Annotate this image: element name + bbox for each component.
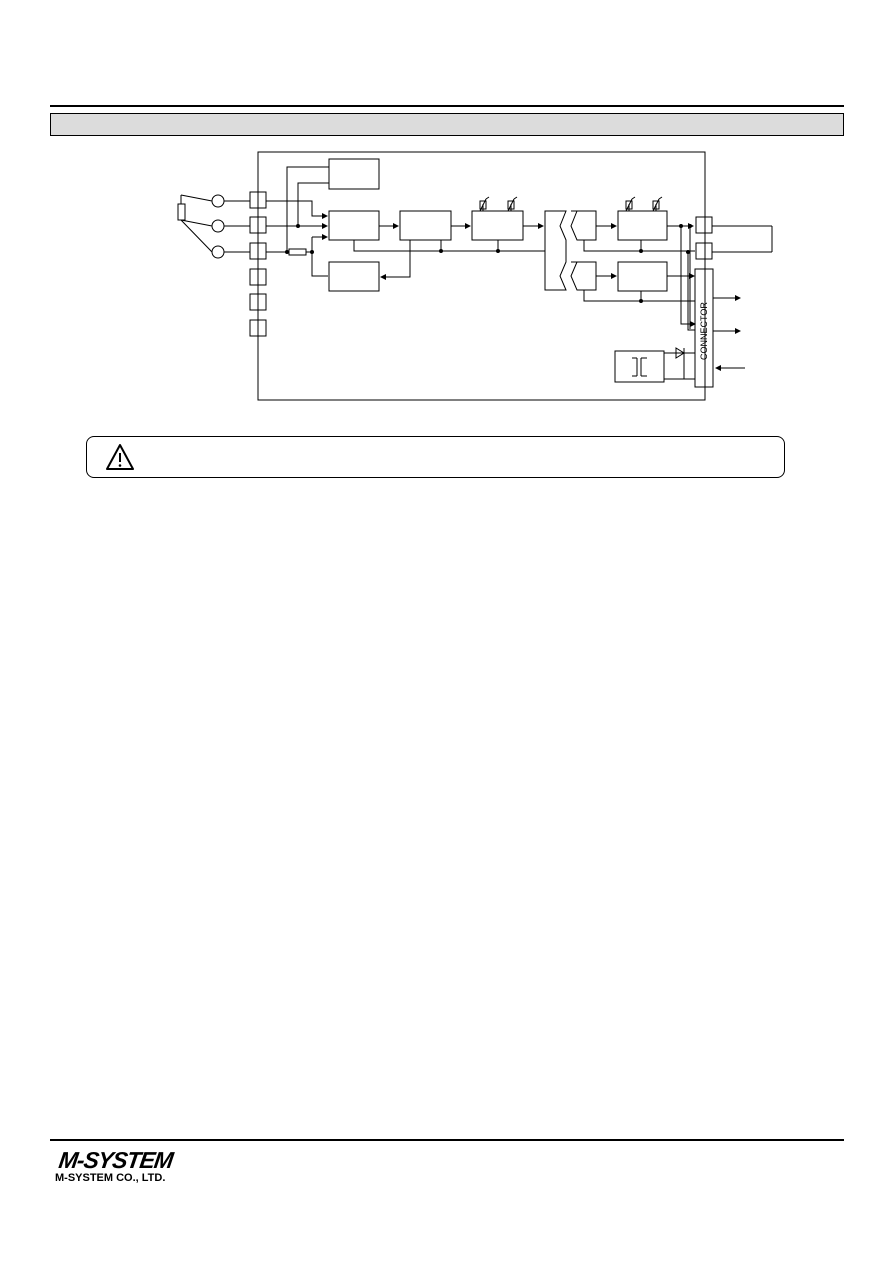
output-terminal-2 bbox=[695, 242, 713, 260]
output-terminal-1 bbox=[695, 216, 713, 234]
compensation-block bbox=[328, 261, 380, 292]
variable-resistor-icon bbox=[507, 196, 518, 212]
warning-notice bbox=[86, 436, 785, 478]
logo-mark: M-SYSTEM bbox=[57, 1147, 175, 1173]
terminal-circle-1 bbox=[211, 194, 225, 208]
footer-rule bbox=[50, 1139, 844, 1141]
burnout-block bbox=[328, 158, 380, 190]
input-amplifier-block bbox=[328, 210, 380, 241]
sensor-resistor bbox=[177, 203, 186, 221]
processing-block bbox=[399, 210, 452, 241]
variable-resistor-icon bbox=[625, 196, 636, 212]
company-logo: M-SYSTEM M-SYSTEM CO., LTD. bbox=[55, 1147, 195, 1190]
series-resistor bbox=[288, 248, 307, 256]
zero-span-adjust-block bbox=[471, 210, 524, 241]
block-diagram: CONNECTOR bbox=[177, 151, 773, 401]
secondary-output-block bbox=[617, 261, 668, 292]
header-rule bbox=[50, 105, 844, 107]
company-name: M-SYSTEM CO., LTD. bbox=[55, 1172, 166, 1184]
section-heading-bar bbox=[50, 113, 844, 136]
terminal-circle-2 bbox=[211, 219, 225, 233]
warning-triangle-icon bbox=[106, 444, 134, 470]
output-amplifier-block bbox=[617, 210, 668, 241]
terminal-circle-3 bbox=[211, 245, 225, 259]
outer-enclosure bbox=[257, 151, 706, 401]
transformer-icon bbox=[632, 357, 647, 377]
variable-resistor-icon bbox=[652, 196, 663, 212]
isolation-barrier bbox=[544, 210, 567, 291]
connector-label: CONNECTOR bbox=[699, 302, 709, 360]
power-supply-block bbox=[614, 350, 665, 383]
connector-block bbox=[694, 268, 714, 388]
